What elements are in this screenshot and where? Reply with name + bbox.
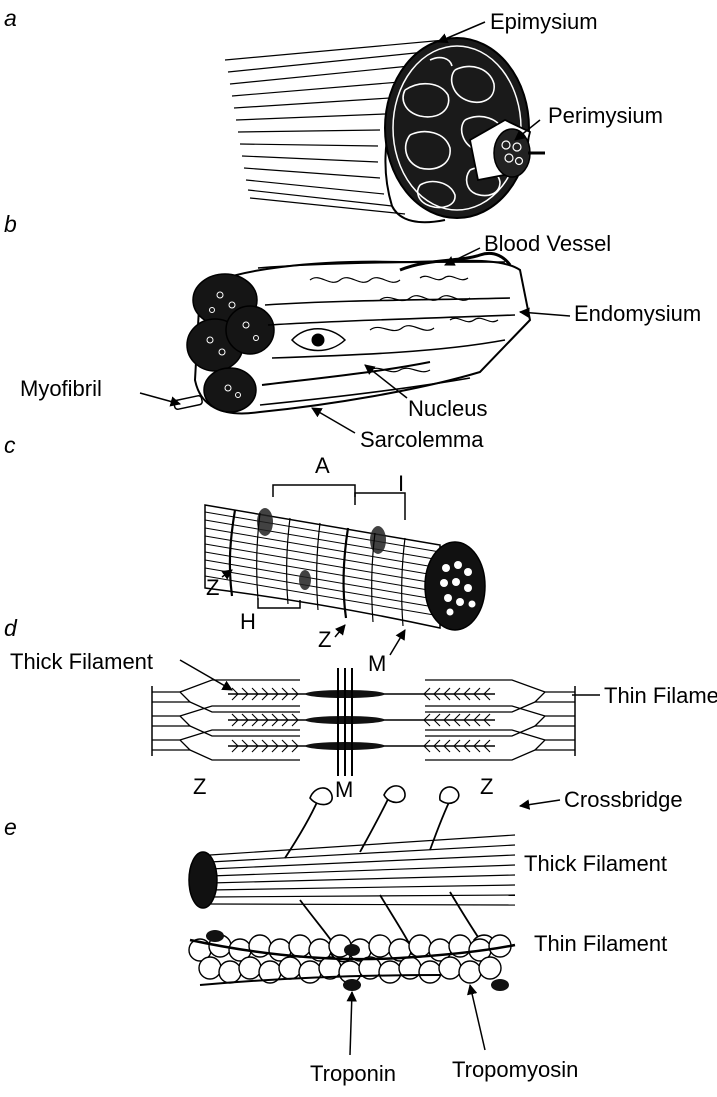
epimysium-label: Epimysium — [490, 10, 598, 34]
blood-vessel-label: Blood Vessel — [484, 232, 611, 256]
nucleus-label: Nucleus — [408, 397, 487, 421]
z-disc-label-right: Z — [480, 775, 493, 799]
sarcolemma-label: Sarcolemma — [360, 428, 483, 452]
thick-filament-label-d: Thick Filament — [10, 650, 153, 674]
panel-a-letter: a — [4, 6, 17, 30]
m-line-label-d: M — [335, 778, 353, 802]
thin-filament-label-e: Thin Filament — [534, 932, 667, 956]
crossbridge-label: Crossbridge — [564, 788, 683, 812]
i-band-label: I — [398, 472, 404, 496]
panel-e-letter: e — [4, 815, 17, 839]
m-line-label: M — [368, 652, 386, 676]
panel-d-sarcomere-drawing — [152, 668, 575, 776]
panel-a-muscle-drawing — [225, 38, 545, 222]
perimysium-label: Perimysium — [548, 104, 663, 128]
a-band-label: A — [315, 454, 330, 478]
panel-e-leaders — [350, 800, 560, 1055]
panel-d-letter: d — [4, 616, 17, 640]
troponin-label: Troponin — [310, 1062, 396, 1086]
z-line-label-left: Z — [206, 576, 219, 600]
tropomyosin-label: Tropomyosin — [452, 1058, 578, 1082]
z-disc-label-left: Z — [193, 775, 206, 799]
panel-b-letter: b — [4, 212, 17, 236]
myofibril-label: Myofibril — [20, 377, 102, 401]
thick-filament-label-e: Thick Filament — [524, 852, 667, 876]
panel-e-filament-drawing — [189, 786, 515, 991]
endomysium-label: Endomysium — [574, 302, 701, 326]
panel-b-fiber-drawing — [173, 253, 530, 413]
panel-c-letter: c — [4, 433, 16, 457]
thin-filament-label-d: Thin Filament — [604, 684, 717, 708]
z-line-label-mid: Z — [318, 628, 331, 652]
h-zone-label: H — [240, 610, 256, 634]
